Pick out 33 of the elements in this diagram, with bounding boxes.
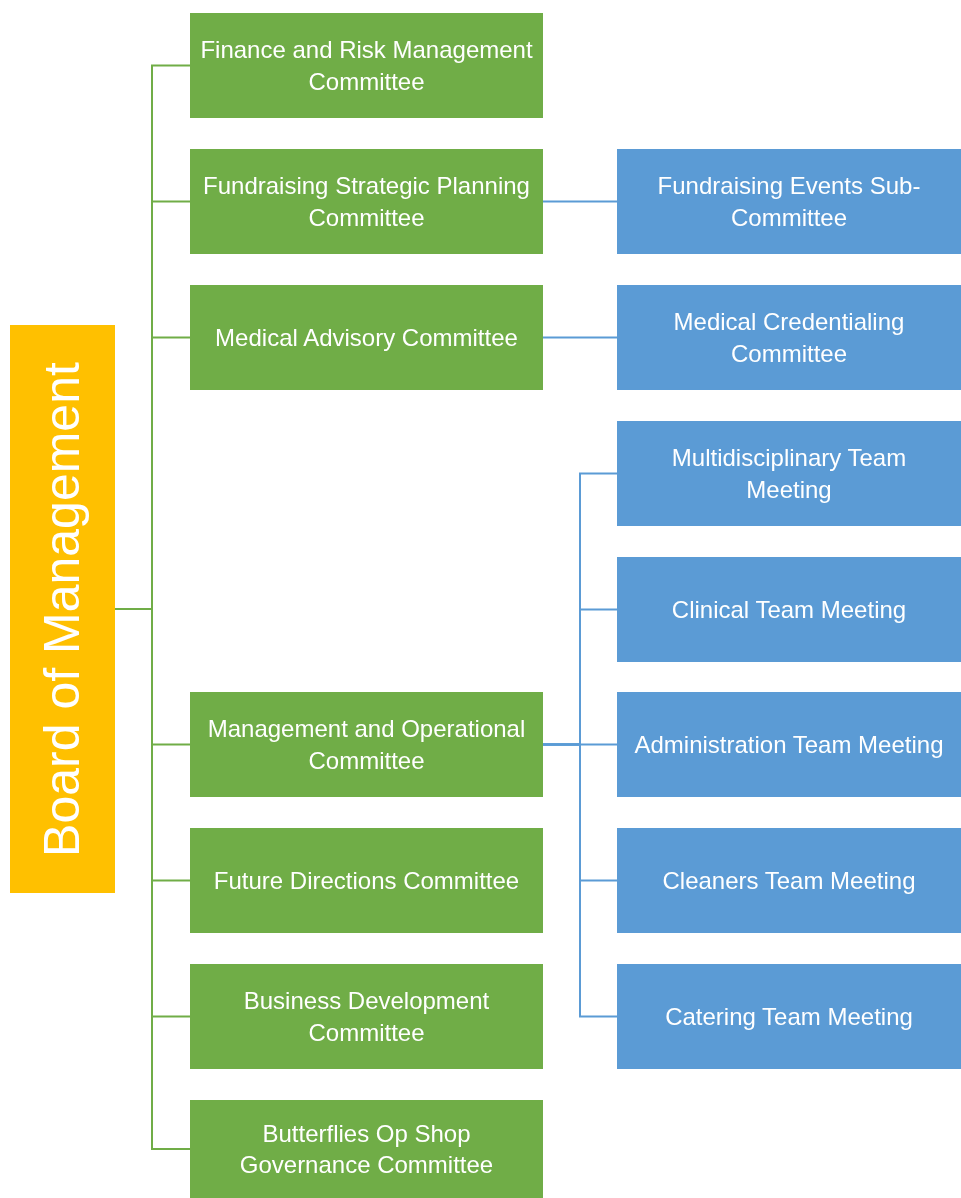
- committee-label: Business Development Committee: [242, 986, 491, 1048]
- committee-box: [617, 557, 961, 662]
- connector-line: [542, 743, 618, 1018]
- committee-label: Finance and Risk Management Committee: [200, 35, 533, 97]
- committee-label: Catering Team Meeting: [665, 1001, 913, 1032]
- committee-label: Medical Credentialing Committee: [672, 307, 906, 369]
- committee-label: Butterflies Op Shop Governance Committee: [238, 1118, 495, 1180]
- connector-line: [542, 336, 618, 339]
- committee-label: Fundraising Events Sub-Committee: [656, 171, 922, 233]
- committee-box: [617, 964, 961, 1069]
- committee-box: [617, 285, 961, 390]
- committee-box: [190, 1100, 543, 1198]
- committee-box: [617, 692, 961, 797]
- committee-label: Clinical Team Meeting: [671, 594, 907, 625]
- committee-label: Administration Team Meeting: [634, 729, 944, 760]
- committee-label: Cleaners Team Meeting: [662, 865, 916, 896]
- committee-label: Medical Advisory Committee: [215, 322, 518, 353]
- committee-box: [617, 421, 961, 526]
- committee-label: Fundraising Strategic Planning Committee: [202, 171, 531, 233]
- committee-box: [190, 13, 543, 118]
- committee-label: Management and Operational Committee: [206, 714, 527, 776]
- committee-box: [190, 149, 543, 254]
- committee-box: [190, 964, 543, 1069]
- connector-line: [542, 200, 618, 203]
- committee-box: [190, 692, 543, 797]
- committee-label: Future Directions Committee: [213, 865, 520, 896]
- committee-box: [190, 828, 543, 933]
- committee-box: [617, 149, 961, 254]
- committee-label: Multidisciplinary Team Meeting: [670, 443, 908, 505]
- committee-box: [617, 828, 961, 933]
- committee-box: [190, 285, 543, 390]
- board-box: [10, 325, 115, 893]
- board-title: Board of Management: [33, 361, 91, 857]
